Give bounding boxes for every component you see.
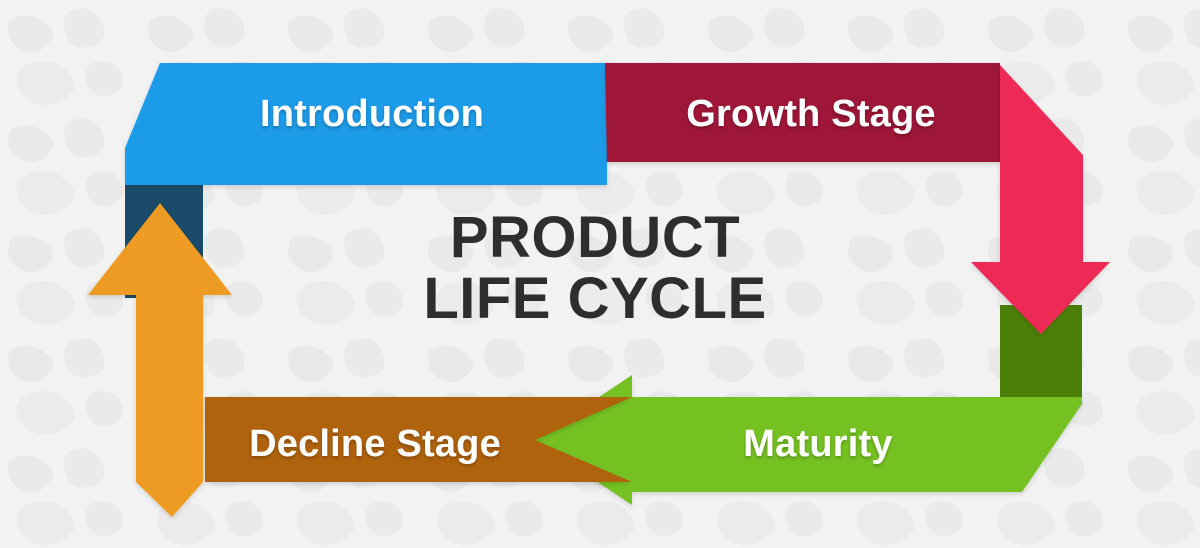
stage-arrow-decline-shaft[interactable] — [88, 203, 232, 517]
growth-banner-shape — [605, 63, 1000, 162]
stage-arrow-introduction[interactable]: Introduction — [125, 63, 1000, 185]
stage-arrow-growth[interactable]: Growth Stage — [605, 63, 1110, 334]
stage-label-introduction: Introduction — [260, 93, 484, 135]
stage-label-growth: Growth Stage — [686, 93, 935, 135]
stage-label-decline: Decline Stage — [249, 423, 501, 465]
growth-arrow-shape — [971, 65, 1110, 334]
stage-label-maturity: Maturity — [743, 423, 892, 465]
maturity-arrow-shape — [535, 375, 1082, 505]
page-title: PRODUCT LIFE CYCLE — [423, 205, 766, 331]
stage-arrow-maturity[interactable]: Maturity — [535, 375, 1082, 505]
center-title-line-1: PRODUCT — [450, 205, 740, 270]
stage-arrow-decline[interactable]: Decline Stage — [205, 397, 632, 482]
center-title-line-2: LIFE CYCLE — [423, 266, 766, 331]
decline-banner-shape — [205, 397, 632, 482]
decline-arrow-shape — [88, 203, 232, 517]
introduction-arrow-shape — [125, 63, 647, 185]
